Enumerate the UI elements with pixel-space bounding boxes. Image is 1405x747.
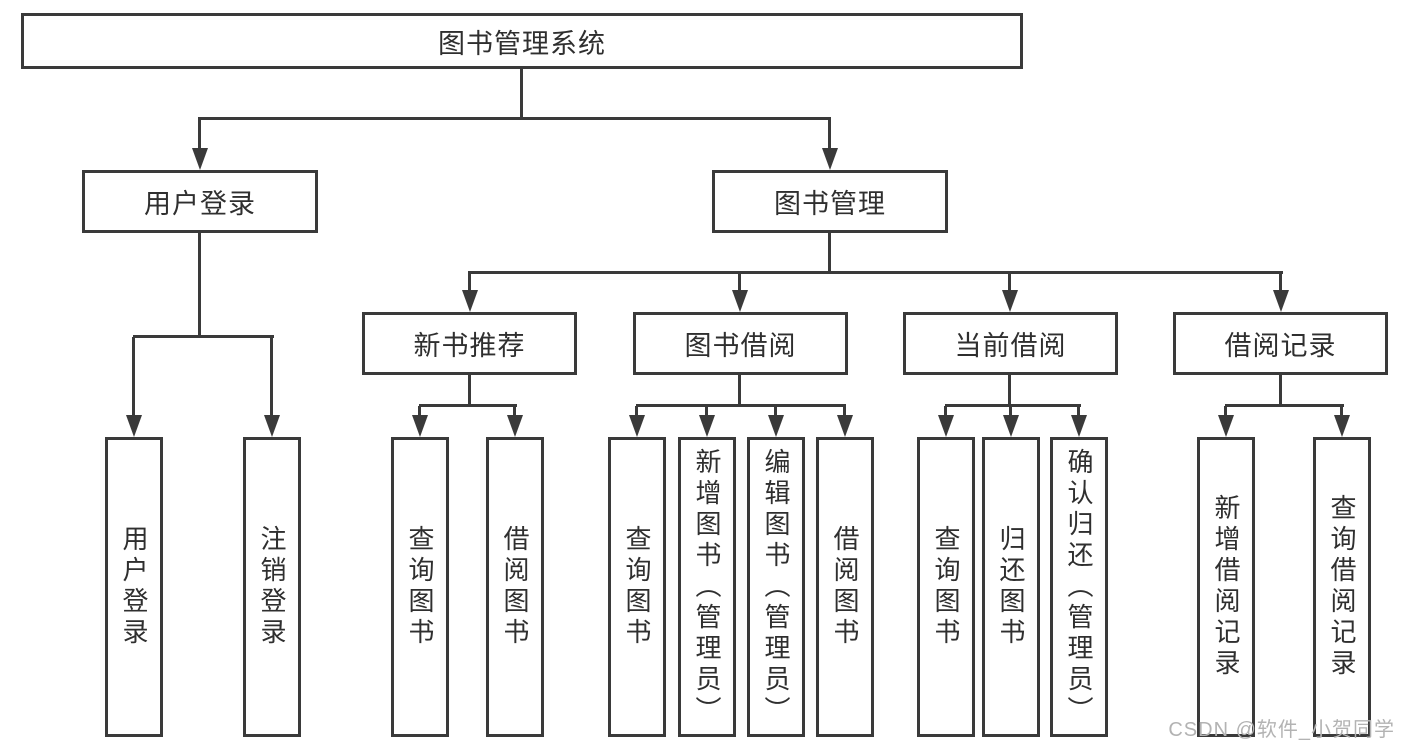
leaf-return-books-label: 归还图书 — [996, 525, 1026, 649]
node-user-login-label: 用户登录 — [144, 189, 256, 219]
csdn-watermark: CSDN @软件_小贺同学 — [1168, 719, 1395, 741]
connector-line — [198, 117, 201, 151]
arrow-down-icon — [264, 415, 280, 437]
leaf-borrow-books-borrowing-label: 借阅图书 — [830, 525, 860, 649]
connector-line — [774, 406, 777, 418]
node-current-borrowing-label: 当前借阅 — [954, 331, 1067, 361]
leaf-add-books-admin: 新增图书（管理员） — [678, 437, 736, 737]
connector-line — [198, 233, 201, 337]
node-user-login: 用户登录 — [82, 170, 318, 233]
arrow-down-icon — [699, 415, 715, 437]
leaf-borrow-books-recommend-label: 借阅图书 — [500, 525, 530, 649]
leaf-query-borrow-record-label: 查询借阅记录 — [1327, 494, 1357, 680]
arrow-down-icon — [1273, 290, 1289, 312]
leaf-return-books: 归还图书 — [982, 437, 1040, 737]
connector-line — [738, 273, 741, 293]
leaf-confirm-return-admin: 确认归还（管理员） — [1050, 437, 1108, 737]
leaf-logout-label: 注销登录 — [257, 525, 287, 649]
connector-line — [1224, 406, 1227, 418]
node-borrowing-records-label: 借阅记录 — [1224, 331, 1337, 361]
connector-line — [418, 406, 421, 418]
arrow-down-icon — [768, 415, 784, 437]
leaf-add-books-admin-label: 新增图书（管理员） — [692, 447, 722, 727]
node-current-borrowing: 当前借阅 — [903, 312, 1118, 375]
arrow-down-icon — [462, 290, 478, 312]
arrow-down-icon — [126, 415, 142, 437]
node-new-book-recommend: 新书推荐 — [362, 312, 577, 375]
connector-line — [945, 404, 1081, 407]
connector-line — [132, 337, 135, 417]
leaf-logout: 注销登录 — [243, 437, 301, 737]
connector-line — [468, 273, 471, 293]
leaf-query-books-recommend-label: 查询图书 — [405, 525, 435, 649]
leaf-add-borrow-record-label: 新增借阅记录 — [1211, 494, 1241, 680]
connector-line — [1279, 375, 1282, 406]
arrow-down-icon — [192, 148, 208, 170]
leaf-add-borrow-record: 新增借阅记录 — [1197, 437, 1255, 737]
connector-line — [944, 406, 947, 418]
arrow-down-icon — [837, 415, 853, 437]
connector-line — [705, 406, 708, 418]
leaf-query-books-borrowing: 查询图书 — [608, 437, 666, 737]
node-book-borrowing: 图书借阅 — [633, 312, 848, 375]
connector-line — [1008, 375, 1011, 406]
connector-line — [738, 375, 741, 406]
arrow-down-icon — [1218, 415, 1234, 437]
connector-line — [133, 335, 274, 338]
leaf-query-books-borrowing-label: 查询图书 — [622, 525, 652, 649]
arrow-down-icon — [629, 415, 645, 437]
arrow-down-icon — [507, 415, 523, 437]
connector-line — [635, 406, 638, 418]
leaf-query-books-current: 查询图书 — [917, 437, 975, 737]
connector-line — [1340, 406, 1343, 418]
arrow-down-icon — [1002, 290, 1018, 312]
node-book-borrowing-label: 图书借阅 — [684, 331, 797, 361]
leaf-query-books-current-label: 查询图书 — [931, 525, 961, 649]
arrow-down-icon — [822, 148, 838, 170]
node-book-management-system-label: 图书管理系统 — [438, 28, 606, 59]
connector-line — [1225, 404, 1344, 407]
node-book-management-system: 图书管理系统 — [21, 13, 1023, 69]
arrow-down-icon — [1071, 415, 1087, 437]
leaf-query-borrow-record: 查询借阅记录 — [1313, 437, 1371, 737]
arrow-down-icon — [412, 415, 428, 437]
node-book-management-label: 图书管理 — [774, 189, 886, 219]
arrow-down-icon — [938, 415, 954, 437]
node-book-management: 图书管理 — [712, 170, 948, 233]
connector-line — [419, 404, 517, 407]
connector-line — [1077, 406, 1080, 418]
leaf-edit-books-admin: 编辑图书（管理员） — [747, 437, 805, 737]
connector-line — [828, 233, 831, 273]
connector-line — [270, 337, 273, 417]
leaf-borrow-books-recommend: 借阅图书 — [486, 437, 544, 737]
leaf-user-login: 用户登录 — [105, 437, 163, 737]
arrow-down-icon — [1003, 415, 1019, 437]
leaf-edit-books-admin-label: 编辑图书（管理员） — [761, 447, 791, 727]
connector-line — [1279, 273, 1282, 293]
connector-line — [636, 404, 846, 407]
connector-line — [1008, 273, 1011, 293]
connector-line — [843, 406, 846, 418]
node-borrowing-records: 借阅记录 — [1173, 312, 1388, 375]
arrow-down-icon — [732, 290, 748, 312]
connector-line — [828, 117, 831, 151]
node-new-book-recommend-label: 新书推荐 — [413, 331, 526, 361]
connector-line — [513, 406, 516, 418]
leaf-confirm-return-admin-label: 确认归还（管理员） — [1064, 447, 1094, 727]
connector-line — [468, 375, 471, 406]
leaf-user-login-label: 用户登录 — [119, 525, 149, 649]
leaf-borrow-books-borrowing: 借阅图书 — [816, 437, 874, 737]
leaf-query-books-recommend: 查询图书 — [391, 437, 449, 737]
connector-line — [199, 117, 831, 120]
connector-line — [520, 66, 523, 120]
arrow-down-icon — [1334, 415, 1350, 437]
connector-line — [1009, 406, 1012, 418]
connector-line — [468, 271, 1283, 274]
